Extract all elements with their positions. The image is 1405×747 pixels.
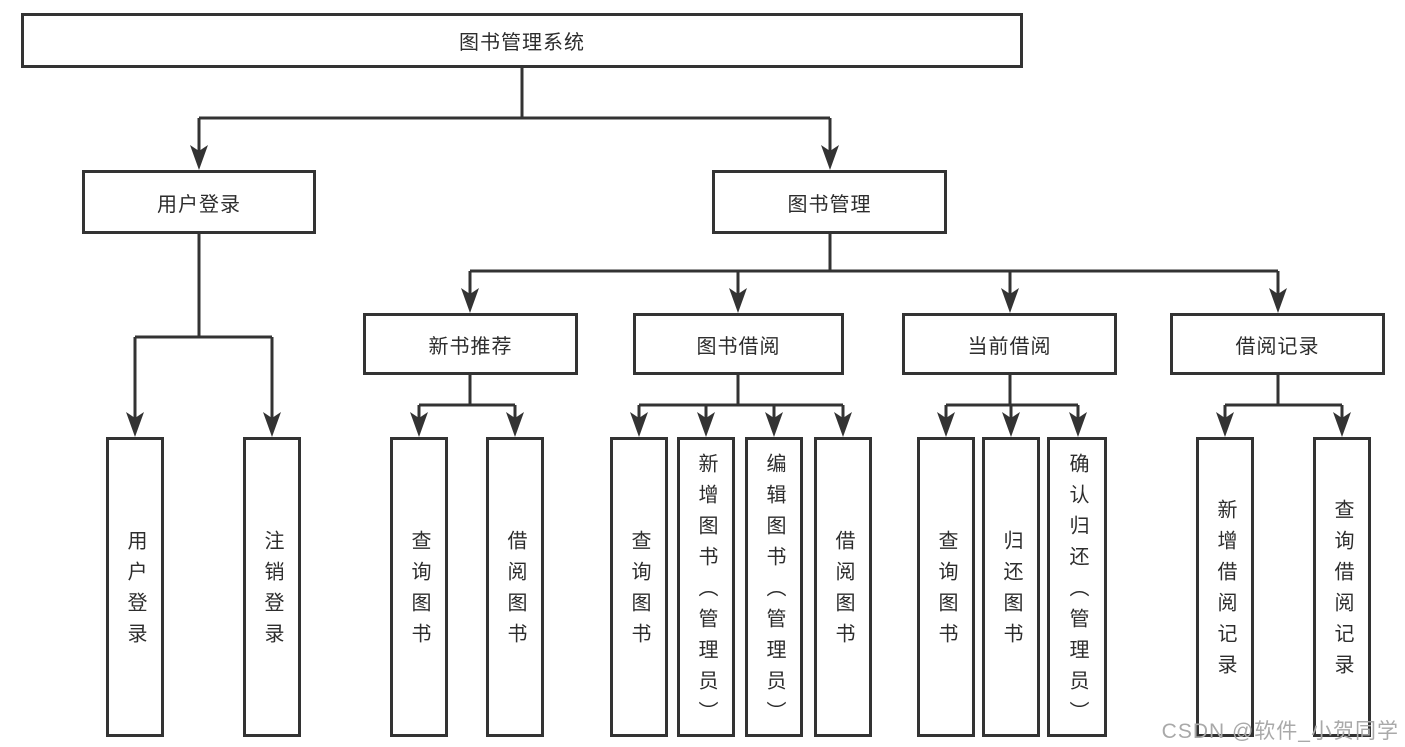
- arrowhead: [1002, 412, 1020, 437]
- node-book-management: 图书管理: [712, 170, 947, 234]
- leaf-logout: 注销登录: [243, 437, 301, 737]
- leaf-user-login: 用户登录: [106, 437, 164, 737]
- node-current-borrow: 当前借阅: [902, 313, 1117, 375]
- connector-book-borrow-to-leaves: [637, 375, 845, 420]
- connector-user-login-to-leaves: [133, 234, 274, 420]
- node-borrow-records: 借阅记录: [1170, 313, 1385, 375]
- node-new-book-recommend: 新书推荐: [363, 313, 578, 375]
- arrowhead: [834, 412, 852, 437]
- arrowhead: [630, 412, 648, 437]
- leaf-borrow-book: 借阅图书: [814, 437, 872, 737]
- leaf-query-book-recommend: 查询图书: [390, 437, 448, 737]
- arrowhead: [190, 145, 208, 170]
- leaf-query-book-current: 查询图书: [917, 437, 975, 737]
- arrowhead: [1269, 288, 1287, 313]
- connector-new-book-rec-to-leaves: [417, 375, 517, 420]
- leaf-edit-book-admin: 编辑图书（管理员）: [745, 437, 803, 737]
- arrowhead: [729, 288, 747, 313]
- arrowhead: [765, 412, 783, 437]
- arrowhead: [410, 412, 428, 437]
- arrowhead: [1069, 412, 1087, 437]
- arrowhead: [1333, 412, 1351, 437]
- leaf-query-borrow-record: 查询借阅记录: [1313, 437, 1371, 737]
- arrowhead: [1001, 288, 1019, 313]
- node-user-login: 用户登录: [82, 170, 316, 234]
- csdn-watermark: CSDN @软件_小贺同学: [1161, 720, 1399, 743]
- arrowhead: [506, 412, 524, 437]
- node-book-borrow: 图书借阅: [633, 313, 844, 375]
- arrowhead: [697, 412, 715, 437]
- arrowhead: [263, 412, 281, 437]
- leaf-add-book-admin: 新增图书（管理员）: [677, 437, 735, 737]
- connector-book-mgmt-to-level2: [468, 234, 1280, 296]
- leaf-confirm-return-admin: 确认归还（管理员）: [1047, 437, 1107, 737]
- connector-root-to-level1: [197, 68, 832, 153]
- arrowhead: [821, 145, 839, 170]
- leaf-add-borrow-record: 新增借阅记录: [1196, 437, 1254, 737]
- arrowhead: [126, 412, 144, 437]
- leaf-return-book: 归还图书: [982, 437, 1040, 737]
- arrowheads: [126, 145, 1351, 437]
- arrowhead: [937, 412, 955, 437]
- connector-current-borrow-to-leaves: [944, 375, 1080, 420]
- arrowhead: [1216, 412, 1234, 437]
- leaf-query-book-borrow: 查询图书: [610, 437, 668, 737]
- leaf-borrow-book-recommend: 借阅图书: [486, 437, 544, 737]
- arrowhead: [461, 288, 479, 313]
- connector-borrow-records-to-leaves: [1223, 375, 1344, 420]
- node-library-management-system: 图书管理系统: [21, 13, 1023, 68]
